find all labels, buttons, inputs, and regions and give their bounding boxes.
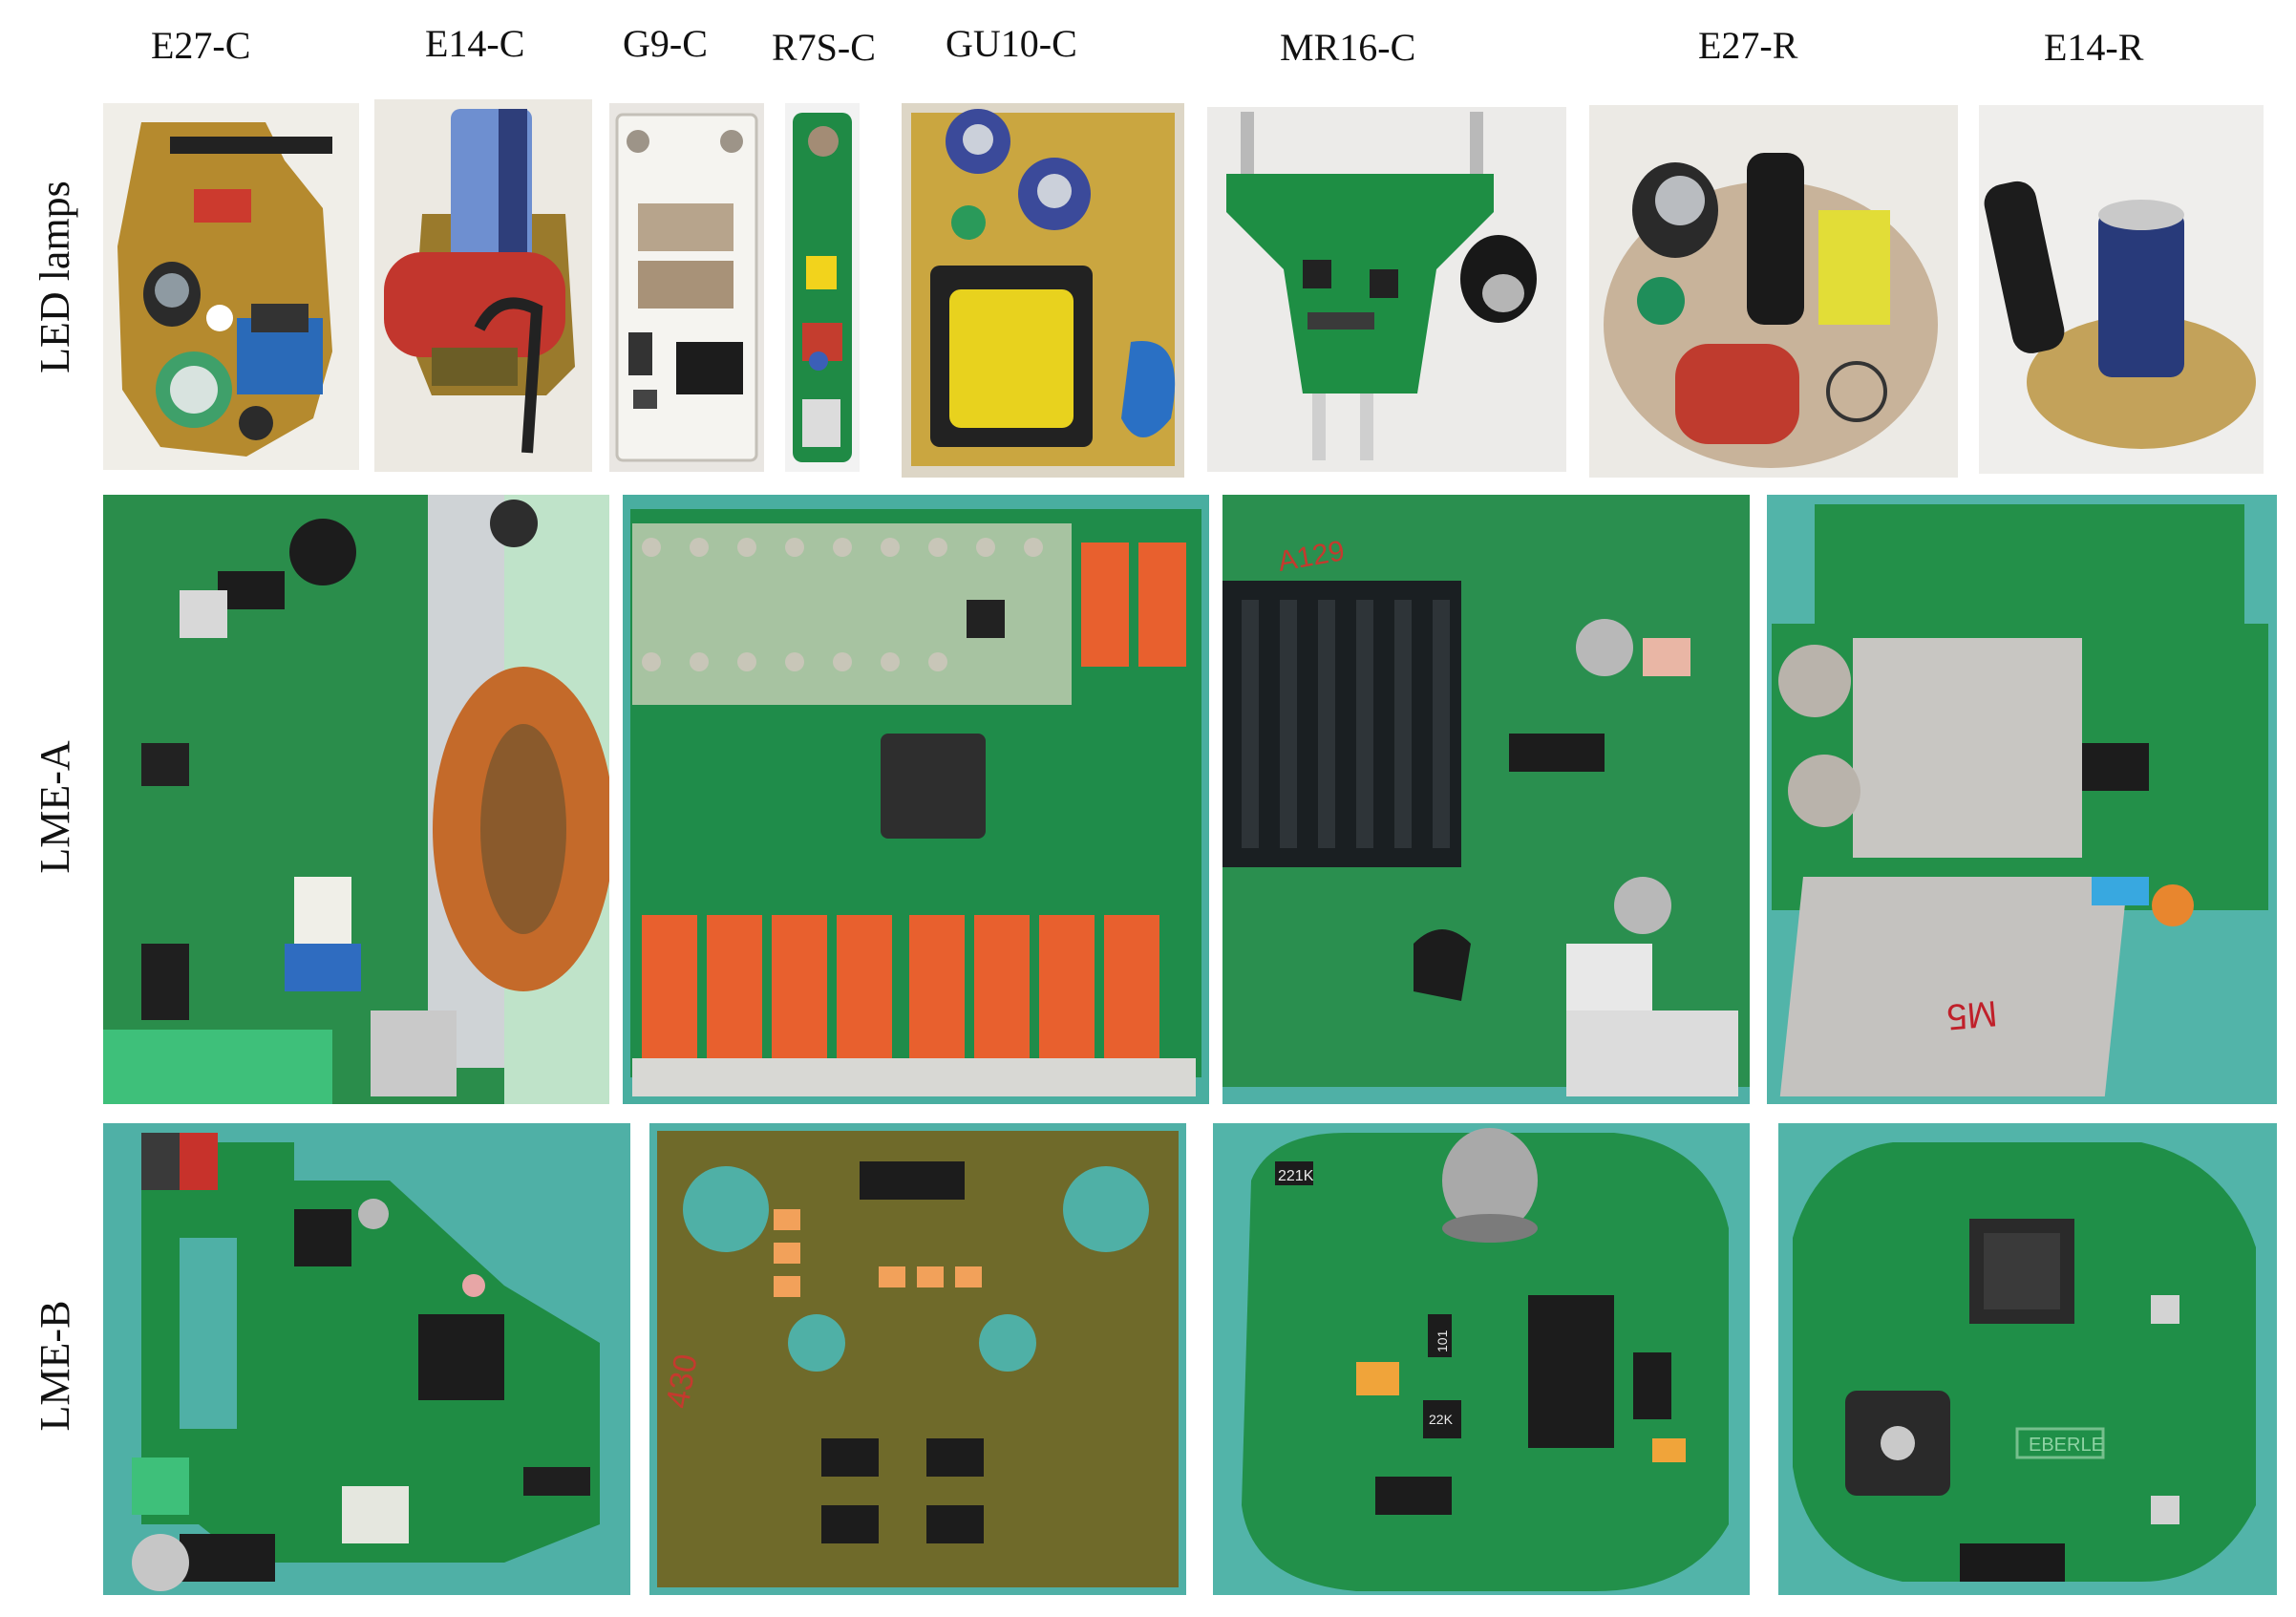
board-marking-m5: M5 (1945, 992, 1999, 1036)
photo-e14-c (374, 99, 592, 472)
photo-r7s-c (785, 103, 860, 472)
row-label-lme-a: LME-A (32, 740, 78, 874)
lamp-label-mr16-c: MR16-C (1280, 26, 1416, 69)
photo-lme-a-4: M5 (1767, 495, 2277, 1104)
photo-mr16-c (1207, 107, 1566, 472)
lamp-label-e27-c: E27-C (151, 24, 251, 67)
photo-lme-a-2 (623, 495, 1209, 1104)
photo-e27-r (1589, 105, 1958, 478)
board-marking-101: 101 (1435, 1330, 1450, 1352)
photo-g9-c (609, 103, 764, 472)
photo-lme-b-3: 221K 101 22K (1213, 1123, 1750, 1595)
row-label-led-lamps: LED lamps (32, 181, 78, 373)
lamp-label-r7s-c: R7S-C (772, 26, 876, 69)
row-label-lme-b: LME-B (32, 1300, 78, 1432)
photo-gu10-c (902, 103, 1184, 478)
lamp-label-e27-r: E27-R (1698, 24, 1798, 67)
photo-lme-b-1 (103, 1123, 630, 1595)
photo-e14-r (1979, 105, 2264, 474)
photo-lme-a-3: A129 (1222, 495, 1750, 1104)
board-marking-22k: 22K (1429, 1412, 1454, 1427)
photo-lme-b-2: 430 (649, 1123, 1186, 1595)
lamp-label-e14-c: E14-C (425, 22, 525, 65)
lamp-label-gu10-c: GU10-C (946, 22, 1077, 65)
photo-e27-c (103, 103, 359, 470)
lamp-label-e14-r: E14-R (2044, 26, 2144, 69)
lamp-label-g9-c: G9-C (623, 22, 708, 65)
photo-lme-a-1 (103, 495, 609, 1104)
board-marking-eberle: EBERLE (2029, 1435, 2104, 1456)
board-marking-221k: 221K (1278, 1168, 1314, 1184)
photo-lme-b-4: EBERLE (1778, 1123, 2277, 1595)
